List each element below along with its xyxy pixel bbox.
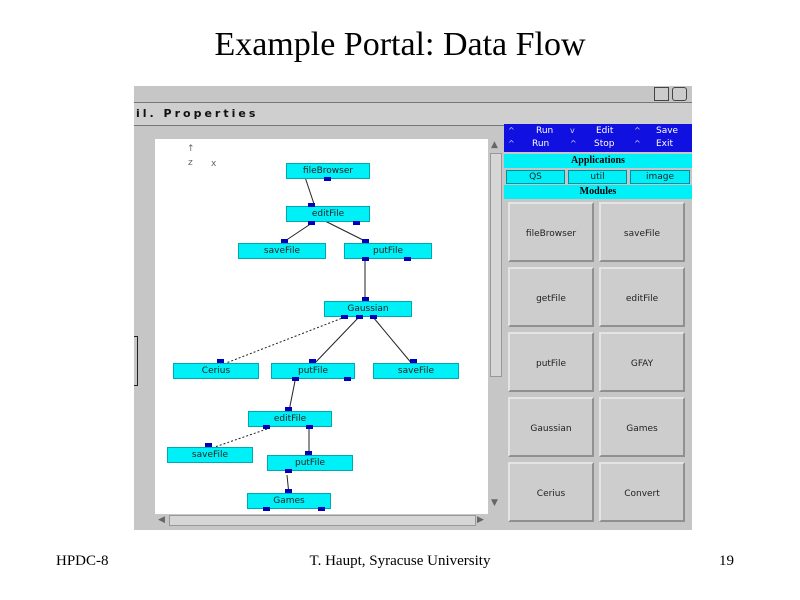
module-games[interactable]: Games xyxy=(599,397,685,457)
footer-page-number: 19 xyxy=(719,553,734,569)
x-axis-label: x xyxy=(211,159,217,169)
app-button-util[interactable]: util xyxy=(568,170,627,184)
output-port[interactable] xyxy=(292,377,299,381)
edge xyxy=(208,428,268,450)
caret-up-icon: ^ xyxy=(508,126,515,135)
horizontal-scrollbar[interactable]: ◀ ▶ xyxy=(155,514,488,526)
edge xyxy=(288,380,296,412)
caret-up-icon: ^ xyxy=(634,126,641,135)
edge xyxy=(324,220,366,242)
caret-up-icon: ^ xyxy=(508,139,515,148)
scroll-thumb[interactable] xyxy=(490,153,502,377)
control-panel: ^ Run v Edit ^ Save ^ Run ^ Stop ^ Exit … xyxy=(504,124,692,530)
node-savefile-3[interactable]: saveFile xyxy=(167,447,253,463)
edge xyxy=(220,316,346,366)
output-port[interactable] xyxy=(263,507,270,511)
input-port[interactable] xyxy=(205,443,212,447)
scroll-down-icon[interactable]: ▼ xyxy=(491,498,498,508)
menu-run[interactable]: Run xyxy=(536,126,554,136)
output-port[interactable] xyxy=(341,315,348,319)
module-cerius[interactable]: Cerius xyxy=(508,462,594,522)
input-port[interactable] xyxy=(308,203,315,207)
menu-bar: ^ Run v Edit ^ Save ^ Run ^ Stop ^ Exit xyxy=(504,124,692,152)
output-port[interactable] xyxy=(308,221,315,225)
applications-header: Applications xyxy=(504,154,692,168)
module-savefile[interactable]: saveFile xyxy=(599,202,685,262)
output-port[interactable] xyxy=(370,315,377,319)
node-editfile[interactable]: editFile xyxy=(286,206,370,222)
node-cerius[interactable]: Cerius xyxy=(173,363,259,379)
window-title-bar: il. Properties xyxy=(134,102,692,126)
menu-edit[interactable]: Edit xyxy=(596,126,614,136)
input-port[interactable] xyxy=(305,451,312,455)
input-port[interactable] xyxy=(309,359,316,363)
input-port[interactable] xyxy=(285,489,292,493)
output-port[interactable] xyxy=(362,257,369,261)
module-filebrowser[interactable]: fileBrowser xyxy=(508,202,594,262)
menu-stop[interactable]: Stop xyxy=(594,139,615,149)
dataflow-canvas[interactable]: ↑ z x fileBrowser editFile saveFile putF… xyxy=(155,139,488,514)
node-games[interactable]: Games xyxy=(247,493,331,509)
module-convert[interactable]: Convert xyxy=(599,462,685,522)
edge xyxy=(372,316,414,366)
module-putfile[interactable]: putFile xyxy=(508,332,594,392)
input-port[interactable] xyxy=(362,297,369,301)
node-putfile[interactable]: putFile xyxy=(344,243,432,259)
module-getfile[interactable]: getFile xyxy=(508,267,594,327)
app-button-image[interactable]: image xyxy=(630,170,690,184)
input-port[interactable] xyxy=(281,239,288,243)
output-port[interactable] xyxy=(306,425,313,429)
edge xyxy=(312,316,360,366)
output-port[interactable] xyxy=(353,221,360,225)
node-editfile-2[interactable]: editFile xyxy=(248,411,332,427)
output-port[interactable] xyxy=(356,315,363,319)
module-gfay[interactable]: GFAY xyxy=(599,332,685,392)
module-gaussian[interactable]: Gaussian xyxy=(508,397,594,457)
output-port[interactable] xyxy=(318,507,325,511)
modules-header: Modules xyxy=(504,185,692,199)
scroll-up-icon[interactable]: ▲ xyxy=(491,140,498,150)
input-port[interactable] xyxy=(217,359,224,363)
z-axis-arrow-icon: ↑ xyxy=(187,144,195,154)
input-port[interactable] xyxy=(410,359,417,363)
input-port[interactable] xyxy=(285,407,292,411)
node-savefile[interactable]: saveFile xyxy=(238,243,326,259)
window-title: il. Properties xyxy=(136,107,259,120)
output-port[interactable] xyxy=(324,177,331,181)
slide-title: Example Portal: Data Flow xyxy=(214,26,586,63)
left-frame-edge xyxy=(134,336,138,386)
menu-save[interactable]: Save xyxy=(656,126,679,136)
node-putfile-3[interactable]: putFile xyxy=(267,455,353,471)
vertical-scrollbar[interactable]: ▲ ▼ xyxy=(488,139,504,514)
node-putfile-2[interactable]: putFile xyxy=(271,363,355,379)
node-gaussian[interactable]: Gaussian xyxy=(324,301,412,317)
caret-up-icon: ^ xyxy=(634,139,641,148)
module-editfile[interactable]: editFile xyxy=(599,267,685,327)
maximize-button[interactable] xyxy=(672,87,687,101)
output-port[interactable] xyxy=(404,257,411,261)
caret-up-icon: ^ xyxy=(570,139,577,148)
node-savefile-2[interactable]: saveFile xyxy=(373,363,459,379)
output-port[interactable] xyxy=(344,377,351,381)
minimize-button[interactable] xyxy=(654,87,669,101)
footer-conference: HPDC-8 xyxy=(56,553,109,569)
output-port[interactable] xyxy=(285,469,292,473)
edge xyxy=(304,176,316,208)
scroll-right-icon[interactable]: ▶ xyxy=(477,515,484,525)
app-button-qs[interactable]: QS xyxy=(506,170,565,184)
scroll-left-icon[interactable]: ◀ xyxy=(158,515,165,525)
input-port[interactable] xyxy=(362,239,369,243)
window-top-bar xyxy=(134,86,692,102)
caret-down-icon: v xyxy=(570,126,575,135)
hscroll-thumb[interactable] xyxy=(169,515,476,526)
z-axis-label: z xyxy=(188,158,193,168)
footer-author: T. Haupt, Syracuse University xyxy=(309,553,491,569)
portal-screenshot: il. Properties ↑ z x fileBrowser editFi xyxy=(134,86,692,530)
menu-run-2[interactable]: Run xyxy=(532,139,550,149)
output-port[interactable] xyxy=(263,425,270,429)
menu-exit[interactable]: Exit xyxy=(656,139,674,149)
